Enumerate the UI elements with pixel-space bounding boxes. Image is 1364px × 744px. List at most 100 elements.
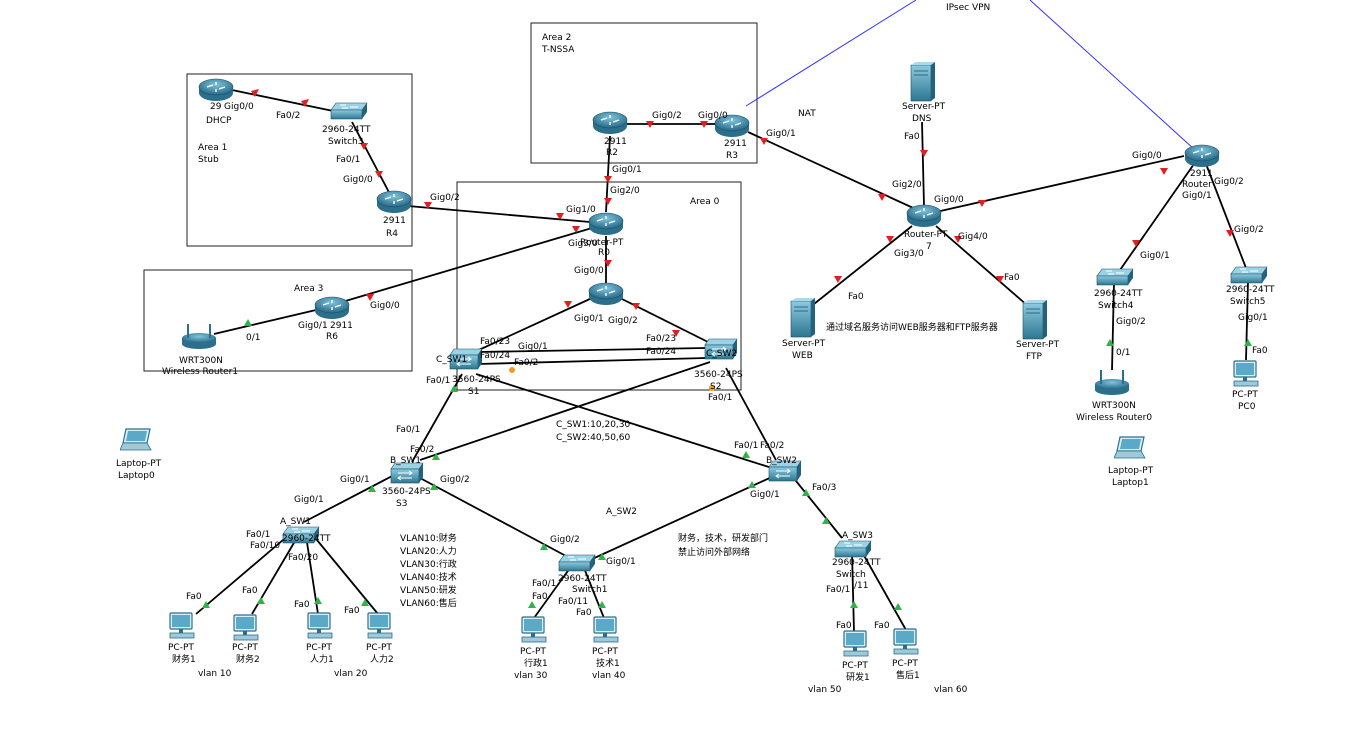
- port-label: Gig4/0: [958, 232, 988, 242]
- nat-label: NAT: [798, 109, 816, 119]
- pc-icon-cw1[interactable]: [169, 612, 195, 639]
- link-rcore-risp: [935, 155, 1185, 213]
- switch-icon-asw2[interactable]: [558, 554, 596, 572]
- port-label: Fa0/20: [288, 553, 318, 563]
- label: 行政1: [524, 657, 548, 669]
- port-label: Fa0/3: [812, 483, 836, 493]
- wireless-router-icon-0[interactable]: [1094, 369, 1130, 396]
- vlan-tag: vlan 20: [334, 669, 368, 679]
- port-label: Fa0: [532, 592, 548, 602]
- port-labels: Gig0/0 Fa0/2 Fa0/1 Gig0/0 Gig0/2 Gig1/0 …: [186, 102, 1268, 631]
- router-icon-core[interactable]: [906, 204, 942, 228]
- pc-icon-yf1[interactable]: [843, 630, 869, 657]
- switch-icon-switch3[interactable]: [330, 102, 368, 120]
- label: R0: [598, 248, 610, 258]
- pc-icon-rl1[interactable]: [307, 612, 333, 639]
- link-csw2-bsw1: [419, 361, 711, 461]
- server-icon-web[interactable]: [790, 298, 816, 338]
- port-label: Gig0/1: [294, 495, 324, 505]
- label: 2911: [1190, 169, 1213, 179]
- label: PC-PT: [168, 643, 194, 653]
- label: 3560-24PS: [694, 370, 743, 380]
- port-label: Fa0/1: [426, 376, 450, 386]
- l3switch-icon-bsw1[interactable]: [390, 462, 424, 484]
- router-icon-dhcp[interactable]: [198, 78, 234, 102]
- link-r6-wr1: [213, 309, 317, 335]
- port-label: Fa0/1: [532, 579, 556, 589]
- port-label: Fa0/1: [336, 155, 360, 165]
- pc-icon-rl2[interactable]: [367, 612, 393, 639]
- pc-icon-js1[interactable]: [593, 616, 619, 643]
- label: Switch4: [1098, 301, 1134, 311]
- port-label: Fa0/10: [250, 541, 280, 551]
- pc-icon-cw2[interactable]: [233, 614, 259, 641]
- notes: IPsec VPN NAT C_SW1:10,20,30 C_SW2:40,50…: [198, 3, 1016, 695]
- pc-icon-sh1[interactable]: [893, 628, 919, 655]
- port-label: Gig0/1: [606, 557, 636, 567]
- label: B_SW2: [766, 456, 797, 466]
- label: 2960-24TT: [832, 558, 881, 568]
- port-label: Gig0/0: [574, 266, 604, 276]
- router-icon-r6[interactable]: [314, 296, 350, 320]
- laptop-icon-1[interactable]: [1114, 436, 1146, 459]
- wireless-router-icon-1[interactable]: [181, 323, 217, 350]
- label: 2960-24TT: [1226, 285, 1275, 295]
- switch-icon-switch4[interactable]: [1096, 268, 1134, 286]
- port-label: Fa0: [1004, 273, 1020, 283]
- router-icon-isp[interactable]: [1184, 144, 1220, 168]
- port-label: Gig0/1: [518, 342, 548, 352]
- laptop-icon-0[interactable]: [120, 428, 152, 451]
- area-2-subtitle: T-NSSA: [541, 45, 575, 55]
- label: 2960-24TT: [1094, 289, 1143, 299]
- label: Router-PT: [580, 238, 624, 248]
- vpn-link-right: [1029, 0, 1196, 151]
- link-asw1-rl2: [311, 533, 379, 615]
- port-label: Gig0/0: [934, 195, 964, 205]
- router-icon-r4[interactable]: [376, 190, 412, 214]
- server-icon-ftp[interactable]: [1022, 300, 1048, 340]
- label: B_SW1: [390, 456, 421, 466]
- vlan-tag: vlan 50: [808, 685, 842, 695]
- label: PC-PT: [592, 647, 618, 657]
- port-label: Fa0/2: [760, 441, 784, 451]
- label: 研发1: [846, 671, 870, 683]
- link-asw3-yf1: [851, 551, 855, 633]
- vlan-list-item: VLAN50:研发: [400, 584, 457, 596]
- pc-icon-xz1[interactable]: [521, 616, 547, 643]
- label: R6: [326, 332, 338, 342]
- label: Wireless Router0: [1076, 413, 1152, 423]
- switch-icon-asw3[interactable]: [834, 540, 872, 558]
- router-icon-r2[interactable]: [592, 111, 628, 135]
- switch-icon-switch5[interactable]: [1230, 266, 1268, 284]
- port-label: Fa0/24: [646, 347, 676, 357]
- port-label: Fa0/1: [246, 530, 270, 540]
- port-label: Fa0: [344, 606, 360, 616]
- label: A_SW3: [842, 531, 873, 541]
- port-label: Gig0/1: [298, 321, 328, 331]
- port-label: Fa0/2: [410, 445, 434, 455]
- link-asw3-sh1: [861, 551, 907, 631]
- dept-note-line-1: 财务，技术，研发部门: [678, 532, 768, 544]
- label: 2911: [330, 321, 353, 331]
- vlan-list-item: VLAN60:售后: [400, 597, 457, 609]
- vlan-list-item: VLAN40:技术: [400, 571, 457, 583]
- server-icon-dns[interactable]: [910, 62, 936, 102]
- link-rcore-web: [813, 225, 913, 305]
- ipsec-vpn-label: IPsec VPN: [946, 3, 990, 13]
- port-label: Gig0/2: [1234, 225, 1264, 235]
- server-note: 通过域名服务访问WEB服务器和FTP服务器: [826, 321, 998, 333]
- port-label: Gig0/2: [440, 475, 470, 485]
- label: Switch: [836, 570, 866, 580]
- device-labels: 29 DHCP 2960-24TT Switch3 2911 R4 2911 R…: [116, 102, 1275, 683]
- label: WRT300N: [1092, 401, 1136, 411]
- label: Server-PT: [782, 339, 826, 349]
- vlan-list-item: VLAN10:财务: [400, 532, 457, 544]
- port-label: Gig0/2: [608, 316, 638, 326]
- router-icon-r1[interactable]: [588, 282, 624, 306]
- label: WEB: [792, 351, 813, 361]
- pc-icon-pc0[interactable]: [1233, 360, 1259, 387]
- router-icon-r0[interactable]: [588, 212, 624, 236]
- link-switch4-wr0: [1111, 281, 1115, 371]
- label: 3560-24PS: [382, 487, 431, 497]
